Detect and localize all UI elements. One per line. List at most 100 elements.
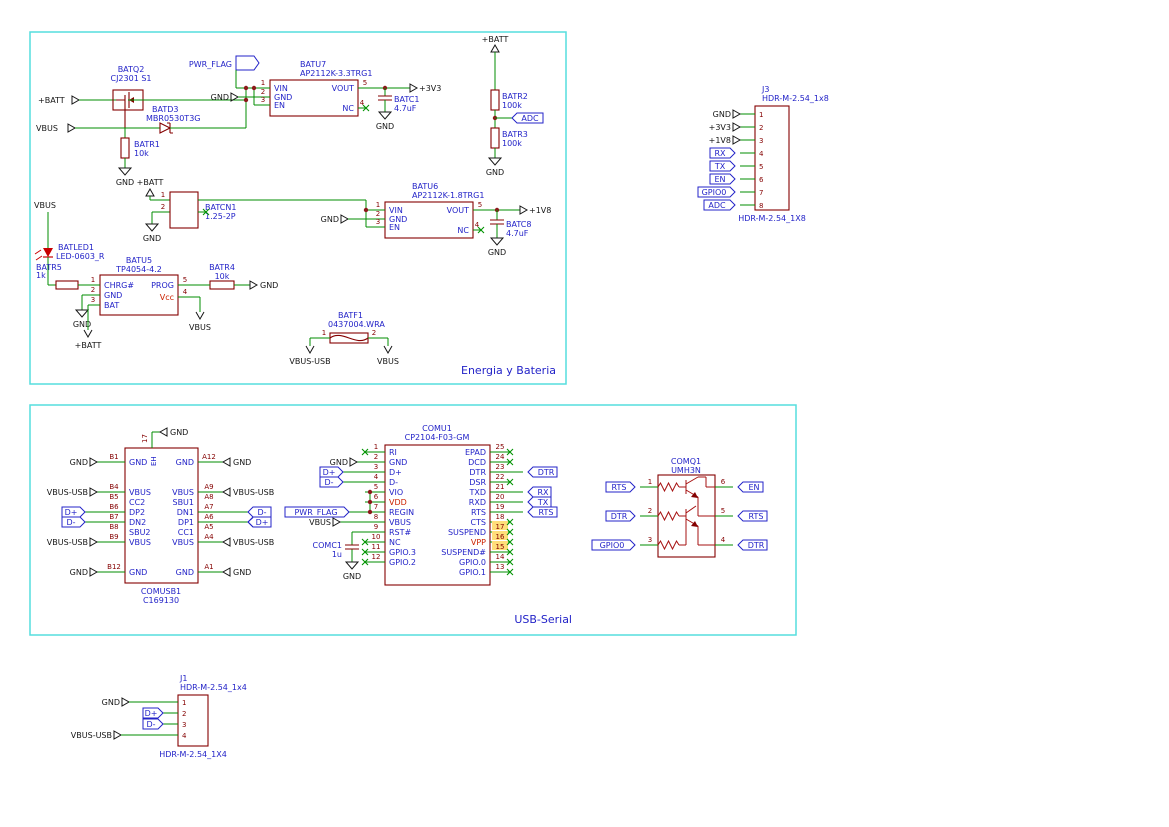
j3-pin2-num: 2	[759, 124, 763, 132]
usb1-b6-num: B6	[109, 503, 119, 511]
u1-pin-vio: VIO	[389, 488, 403, 497]
u1-pin-vdd: VDD	[389, 498, 407, 507]
u7-gnd-label: GND	[211, 93, 229, 102]
u5-pin-vcc: Vcc	[160, 293, 174, 302]
usb1-value: C169130	[143, 596, 179, 605]
usb1-b9-name: VBUS	[129, 538, 151, 547]
u1-n18: 18	[496, 513, 505, 521]
cn1-batt-label: +BATT	[137, 178, 164, 187]
u1-n24: 24	[496, 453, 505, 461]
c8-ref: BATC8	[506, 220, 531, 229]
j1-footprint: HDR-M-2.54_1X4	[159, 750, 227, 759]
u1-pin-txd: TXD	[468, 488, 486, 497]
vin-node-wires	[236, 85, 258, 128]
u1-vbus-label: VBUS	[309, 518, 331, 527]
cn1-nc-x	[202, 208, 210, 216]
q1-value: UMH3N	[671, 466, 701, 475]
q1-internals	[657, 476, 715, 551]
q1-gpio0-label: GPIO0	[600, 541, 625, 550]
usb1-a5-num: A5	[204, 523, 213, 531]
u7-pin2-num: 2	[261, 88, 265, 96]
u5-pin-gnd: GND	[104, 291, 122, 300]
usb1-vbususb-r2: VBUS-USB	[233, 538, 274, 547]
f1-ref: BATF1	[338, 311, 363, 320]
usb1-vbususb-l2: VBUS-USB	[47, 538, 88, 547]
q1-pin3-num: 3	[648, 536, 652, 544]
r1-ref: BATR1	[134, 140, 160, 149]
q1-pin1-num: 1	[648, 478, 652, 486]
regulator-u6: BATU6 AP2112K-1.8TRG1 1 2 3 5 4 VIN GND …	[373, 182, 487, 239]
u1-n23: 23	[496, 463, 505, 471]
q1-ref: COMQ1	[671, 457, 701, 466]
r2-value: 100k	[502, 101, 522, 110]
divider-batt-label: +BATT	[482, 35, 509, 44]
u7-pin-vin: VIN	[274, 84, 288, 93]
u6-pin1-num: 1	[376, 201, 380, 209]
charger-u5: BATU5 TP4054-4.2 1 2 3 5 4 CHRG# GND BAT…	[73, 256, 279, 350]
j1-connector: J1 HDR-M-2.54_1x4 1 2 3 4 GND D+ D- VBUS…	[71, 674, 247, 759]
usb1-a6-num: A6	[204, 513, 214, 521]
comc1-ref: COMC1	[313, 541, 342, 550]
j3-en-label: EN	[714, 175, 725, 184]
j3-value: HDR-M-2.54_1x8	[762, 94, 829, 103]
j1-pin4-num: 4	[182, 732, 187, 740]
battery-connector-cn1: +BATT 1 2 BATCN1 1.25-2P GND	[137, 178, 237, 243]
resistor-r1: BATR1 10k GND	[116, 128, 160, 187]
j1-pin1-num: 1	[182, 699, 186, 707]
usb-frame	[29, 404, 797, 636]
u1-n1: 1	[374, 443, 378, 451]
u1-n16: 16	[496, 533, 505, 541]
u1-pin-gpio2: GPIO.2	[389, 558, 416, 567]
u1-pin-nc: NC	[389, 538, 401, 547]
usb1-a7-name: DN1	[177, 508, 194, 517]
u1-rts-label: RTS	[539, 508, 554, 517]
cn1-value: 1.25-2P	[205, 212, 236, 221]
u6-pin5-num: 5	[478, 201, 482, 209]
u5-pin-chrg: CHRG#	[104, 281, 134, 290]
batt-net-label: +BATT	[38, 96, 65, 105]
j3-gpio0-label: GPIO0	[702, 188, 727, 197]
u1-pin-vpp: VPP	[471, 538, 486, 547]
q1-pin5-num: 5	[721, 507, 725, 515]
u5-pin5-num: 5	[183, 276, 187, 284]
j1-ref: J1	[179, 674, 187, 683]
q2-ref: BATQ2	[118, 65, 145, 74]
pwr-flag-label: PWR_FLAG	[189, 60, 232, 69]
cp2104-ic: COMU1 CP2104-F03-GM 1 2 3 4 5 6 7 8 9 10…	[284, 424, 558, 586]
u6-input-wire	[198, 199, 373, 228]
usb1-dm-l: D-	[66, 518, 75, 527]
energy-section: Energia y Bateria PWR_FLAG +BATT BATQ2 C…	[29, 31, 567, 385]
r3-value: 100k	[502, 139, 522, 148]
led-chain: VBUS BATLED1 LED-0603_R BATR5 1k	[34, 201, 105, 290]
led-vbus-label: VBUS	[34, 201, 56, 210]
usb1-b5-name: CC2	[129, 498, 145, 507]
usb1-a4-name: VBUS	[172, 538, 194, 547]
u1-n19: 19	[496, 503, 505, 511]
u1-n5: 5	[374, 483, 378, 491]
usb1-b12-name: GND	[129, 568, 147, 577]
usb1-a7-num: A7	[204, 503, 213, 511]
j1-dp-label: D+	[145, 709, 158, 718]
u7-pin-vout: VOUT	[332, 84, 354, 93]
v3v3-output: +3V3	[372, 83, 441, 93]
usb1-dm-r: D-	[257, 508, 266, 517]
u1-n4: 4	[374, 473, 379, 481]
q1-pin4-num: 4	[721, 536, 726, 544]
u1-right-nc-x	[506, 448, 514, 576]
r1-value: 10k	[134, 149, 149, 158]
u1-pin-regin: REGIN	[389, 508, 414, 517]
usb1-a9-name: VBUS	[172, 488, 194, 497]
u1-pin-dtr: DTR	[469, 468, 486, 477]
j3-rx-label: RX	[714, 149, 726, 158]
u6-value: AP2112K-1.8TRG1	[412, 191, 484, 200]
f1-value: 0437004.WRA	[328, 320, 385, 329]
usb1-a9-num: A9	[204, 483, 213, 491]
usb1-vbususb-l1: VBUS-USB	[47, 488, 88, 497]
cn1-gnd-label: GND	[143, 234, 161, 243]
u1-n7: 7	[374, 503, 378, 511]
usb1-b6-name: DP2	[129, 508, 145, 517]
capacitor-c8: BATC8 4.7uF GND	[488, 210, 531, 257]
led-emission-arrows	[34, 249, 43, 261]
u1-n20: 20	[496, 493, 505, 501]
f1-vbus-label: VBUS	[377, 357, 399, 366]
